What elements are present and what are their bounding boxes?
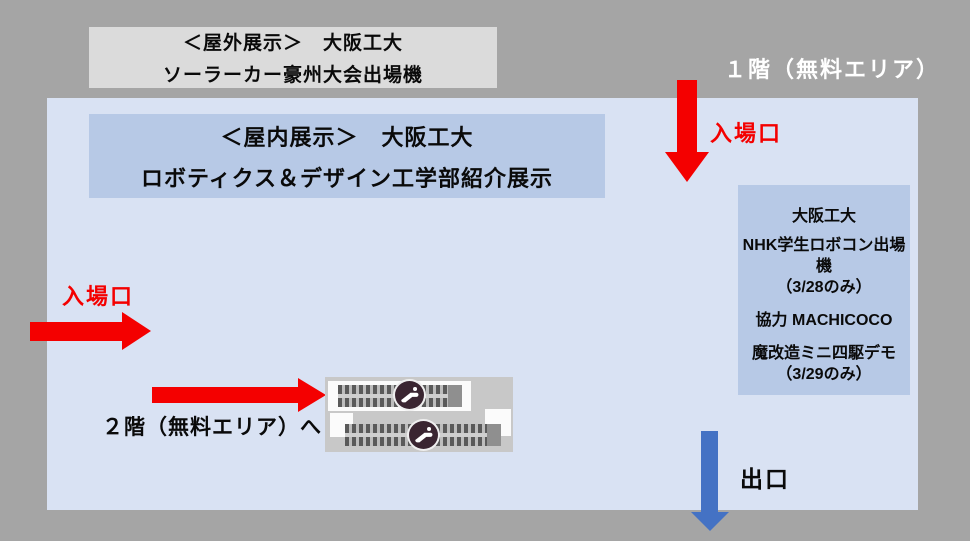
robocon-item1-name: NHK学生ロボコン出場機	[742, 237, 906, 275]
indoor-exhibit-line1: ＜屋内展示＞ 大阪工大	[220, 124, 474, 150]
robocon-item3-date: （3/29のみ）	[776, 366, 872, 383]
floor1-area-label: １階（無料エリア）	[724, 57, 941, 82]
indoor-exhibit-line2: ロボティクス＆デザイン工学部紹介展示	[140, 165, 554, 191]
outdoor-exhibit-box: ＜屋外展示＞ 大阪工大 ソーラーカー豪州大会出場機	[89, 27, 497, 88]
entrance-left-label: 入場口	[62, 284, 135, 309]
exit-arrowhead-icon	[691, 512, 729, 531]
indoor-exhibit-box: ＜屋内展示＞ 大阪工大 ロボティクス＆デザイン工学部紹介展示	[89, 114, 605, 198]
escalator-icon	[407, 419, 440, 451]
outdoor-exhibit-line2: ソーラーカー豪州大会出場機	[162, 65, 423, 86]
robocon-item1-date: （3/28のみ）	[776, 279, 872, 296]
robocon-item3-name: 魔改造ミニ四駆デモ	[751, 345, 896, 362]
entrance-left-arrow-icon	[30, 322, 122, 341]
robocon-title: 大阪工大	[791, 208, 856, 225]
escalator-arrow-icon	[152, 387, 298, 403]
escalator-track-end	[448, 385, 462, 407]
robocon-item2: 協力 MACHICOCO	[755, 312, 893, 329]
outdoor-exhibit-line1: ＜屋外展示＞ 大阪工大	[182, 33, 403, 54]
entrance-left-arrowhead-icon	[122, 312, 151, 350]
escalator-track-end	[487, 424, 501, 446]
entrance-top-arrowhead-icon	[665, 152, 709, 182]
escalator-image	[325, 377, 513, 452]
exit-arrow-icon	[701, 431, 718, 512]
entrance-top-label: 入場口	[710, 121, 783, 146]
escalator-destination-label: ２階（無料エリア）へ	[102, 416, 322, 439]
exit-label: 出口	[740, 466, 790, 492]
escalator-icon	[393, 379, 426, 411]
entrance-top-arrow-icon	[677, 80, 697, 152]
robocon-info-box: 大阪工大 NHK学生ロボコン出場機 （3/28のみ） 協力 MACHICOCO …	[738, 185, 910, 395]
escalator-arrowhead-icon	[298, 378, 326, 412]
